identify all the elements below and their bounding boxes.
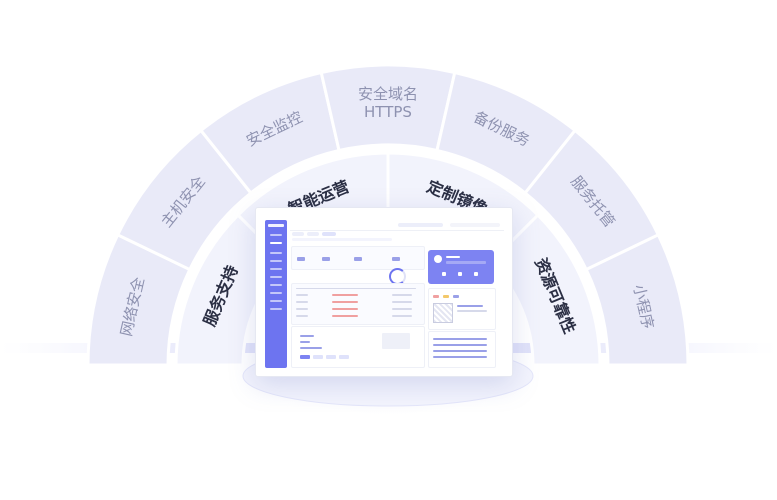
mock-stat	[297, 257, 305, 261]
mock-cell	[392, 294, 412, 296]
dashboard-screenshot	[255, 207, 513, 377]
mock-button	[326, 355, 336, 359]
mock-stat	[392, 257, 400, 261]
mock-news-item	[433, 338, 487, 340]
mock-tag	[433, 295, 439, 298]
mock-topbar	[290, 220, 504, 231]
mock-nav-item	[270, 252, 282, 254]
mock-link	[300, 335, 314, 337]
mock-shortcuts	[291, 326, 425, 368]
mock-notice	[292, 238, 392, 241]
mock-resource-panel	[291, 246, 425, 270]
mock-tag	[443, 295, 449, 298]
mock-cell	[392, 308, 412, 310]
mock-cell	[296, 301, 308, 303]
mock-cell	[296, 294, 308, 296]
mock-nav-item	[270, 268, 282, 270]
mock-tag	[453, 295, 459, 298]
mock-nav-item	[270, 242, 282, 244]
mock-tab	[307, 232, 319, 236]
mock-nav-item	[270, 300, 282, 302]
mock-button	[300, 355, 310, 359]
mock-nav-item	[270, 284, 282, 286]
mock-tab	[292, 232, 304, 236]
mock-table	[291, 283, 425, 325]
mock-user-name	[446, 256, 460, 258]
mock-logo	[268, 224, 284, 227]
mock-cell	[296, 315, 308, 317]
mock-link	[300, 341, 310, 343]
mock-cell	[332, 308, 358, 310]
mock-stat	[322, 257, 330, 261]
mock-qr-text	[457, 310, 487, 312]
mock-nav-item	[270, 260, 282, 262]
mock-news-item	[433, 350, 487, 352]
mock-user-card	[428, 250, 494, 284]
mock-news-item	[433, 344, 487, 346]
mock-user-stat	[458, 272, 462, 276]
mock-toolbar	[450, 223, 500, 227]
mock-qr-text	[457, 305, 483, 307]
mock-nav-item	[270, 292, 282, 294]
mock-news-panel	[428, 331, 496, 368]
mock-cell	[296, 308, 308, 310]
mock-qr-code	[433, 303, 453, 323]
mock-cell	[392, 315, 412, 317]
mock-illustration	[382, 333, 410, 349]
mock-sidebar	[265, 220, 287, 368]
outer-ring	[86, 63, 690, 367]
mock-link	[300, 347, 322, 349]
mock-user-stat	[442, 272, 446, 276]
mock-news-item	[433, 356, 487, 358]
mock-nav-item	[270, 308, 282, 310]
mock-nav-item	[270, 234, 282, 236]
outer-segment	[584, 232, 690, 367]
mock-button	[339, 355, 349, 359]
mock-cell	[332, 294, 358, 296]
mock-cell	[392, 301, 412, 303]
mock-user-info	[446, 261, 486, 264]
mock-row	[296, 288, 416, 289]
mock-cell	[332, 315, 358, 317]
mock-user-avatar	[434, 255, 442, 263]
mock-nav-item	[270, 276, 282, 278]
mock-tab	[322, 232, 336, 236]
mock-cell	[332, 301, 358, 303]
mock-user-stat	[474, 272, 478, 276]
mock-button	[313, 355, 323, 359]
mock-stat	[354, 257, 362, 261]
mock-search	[398, 223, 443, 227]
